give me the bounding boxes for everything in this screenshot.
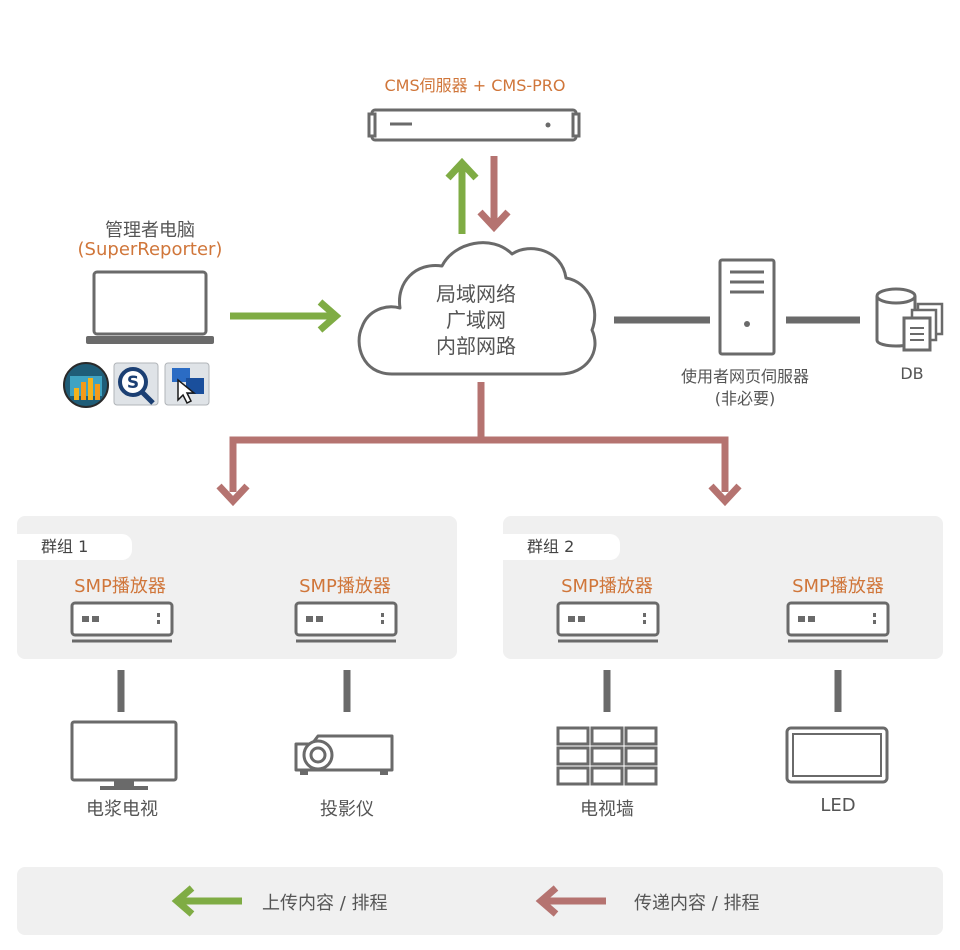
laptop-icon [86,270,214,344]
smp-player-icon [70,601,174,643]
cloud-to-webserver-line [614,316,710,324]
group-2-tag: 群组 2 [503,534,620,560]
cms-server-icon [367,108,581,142]
webserver-to-db-line [786,316,860,324]
device-label: 电浆电视 [86,799,158,820]
smp-player-label: SMP播放器 [74,576,166,597]
web-server-tower-icon [718,258,776,356]
svg-text:S: S [127,373,139,393]
deliver-arrow-from-cms [477,156,511,233]
database-icon [875,287,944,352]
deliver-distribution-arrows [216,382,742,507]
upload-arrow-to-cms [445,157,479,234]
device-label: LED [820,795,856,816]
legend-deliver-label: 传递内容 / 排程 [634,893,760,914]
plasma-tv-icon [70,720,178,790]
projector-icon [294,734,394,775]
smp-player-label: SMP播放器 [792,576,884,597]
device-label: 投影仪 [320,799,374,820]
video-wall-icon [556,726,658,786]
device-label: 电视墙 [580,799,634,820]
smp-player-label: SMP播放器 [561,576,653,597]
player-device-connectors [117,670,842,712]
search-s-icon: S [113,362,159,406]
legend-panel [17,867,943,935]
admin-pc-title: 管理者电脑 [105,220,195,241]
web-server-note: (非必要) [714,389,776,408]
smp-player-icon [786,601,890,643]
network-label-intranet: 内部网路 [436,334,516,358]
db-label: DB [900,364,924,383]
legend-upload-label: 上传内容 / 排程 [262,893,388,914]
remote-control-icon [164,362,210,406]
web-server-label: 使用者网页伺服器 [680,367,809,386]
network-cloud-icon [357,241,597,376]
legend-deliver-arrow-icon [535,885,606,917]
cms-server-label: CMS伺服器 + CMS-PRO [384,76,566,95]
admin-pc-subtitle: (SuperReporter) [77,239,223,260]
network-label-wan: 广域网 [446,308,506,332]
network-label-lan: 局域网络 [436,282,516,306]
superreporter-chart-icon [63,362,109,408]
smp-player-label: SMP播放器 [299,576,391,597]
group-1-tag: 群组 1 [17,534,132,560]
smp-player-icon [556,601,660,643]
led-display-icon [785,726,889,784]
legend-upload-arrow-icon [171,885,242,917]
upload-arrow-from-admin [230,299,342,333]
smp-player-icon [294,601,398,643]
